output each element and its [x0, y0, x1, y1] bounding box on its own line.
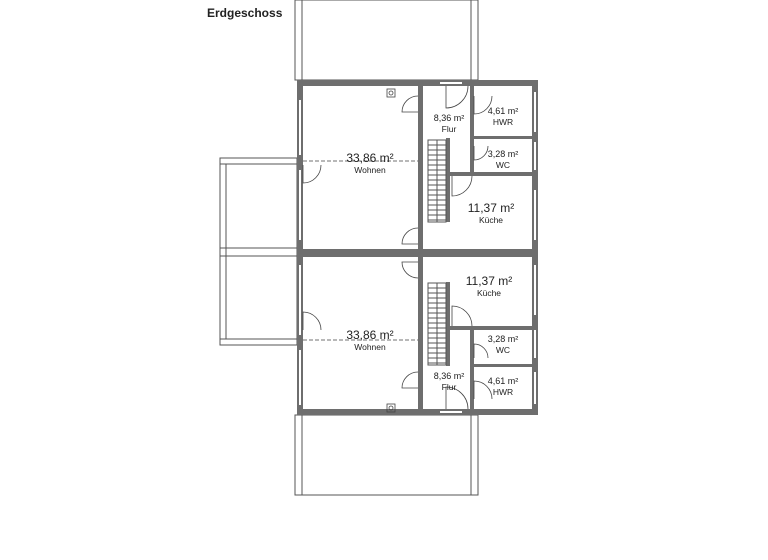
room-kueche-2: 11,37 m² Küche [466, 274, 512, 298]
svg-text:33,86 m²: 33,86 m² [346, 328, 393, 342]
svg-text:Wohnen: Wohnen [354, 165, 386, 175]
room-flur-1: 8,36 m² Flur [434, 113, 465, 134]
svg-text:Küche: Küche [477, 288, 501, 298]
floor-title: Erdgeschoss [207, 6, 283, 20]
door-swings [302, 85, 493, 413]
svg-text:8,36 m²: 8,36 m² [434, 113, 465, 123]
svg-text:WC: WC [496, 160, 510, 170]
terrace-bottom [294, 414, 479, 496]
svg-text:Flur: Flur [442, 124, 457, 134]
svg-text:WC: WC [496, 345, 510, 355]
svg-text:11,37 m²: 11,37 m² [468, 201, 514, 215]
svg-text:8,36 m²: 8,36 m² [434, 371, 465, 381]
room-wohnen-2: 33,86 m² Wohnen [346, 328, 393, 352]
walls [297, 80, 538, 415]
room-wohnen-1: 33,86 m² Wohnen [346, 151, 393, 175]
svg-text:4,61 m²: 4,61 m² [488, 106, 519, 116]
terrace-left [219, 157, 298, 346]
svg-text:33,86 m²: 33,86 m² [346, 151, 393, 165]
svg-text:3,28 m²: 3,28 m² [488, 334, 519, 344]
room-hwr-1: 4,61 m² HWR [488, 106, 519, 127]
room-wc-1: 3,28 m² WC [488, 149, 519, 170]
terrace-top [294, 0, 479, 81]
staircase-top [427, 139, 447, 223]
svg-text:HWR: HWR [493, 117, 513, 127]
svg-text:4,61 m²: 4,61 m² [488, 376, 519, 386]
svg-text:Küche: Küche [479, 215, 503, 225]
svg-text:Flur: Flur [442, 382, 457, 392]
svg-text:Wohnen: Wohnen [354, 342, 386, 352]
room-wc-2: 3,28 m² WC [488, 334, 519, 355]
svg-text:11,37 m²: 11,37 m² [466, 274, 512, 288]
room-hwr-2: 4,61 m² HWR [488, 376, 519, 397]
room-flur-2: 8,36 m² Flur [434, 371, 465, 392]
room-kueche-1: 11,37 m² Küche [468, 201, 514, 225]
svg-text:HWR: HWR [493, 387, 513, 397]
svg-text:3,28 m²: 3,28 m² [488, 149, 519, 159]
staircase-bottom [427, 282, 447, 366]
